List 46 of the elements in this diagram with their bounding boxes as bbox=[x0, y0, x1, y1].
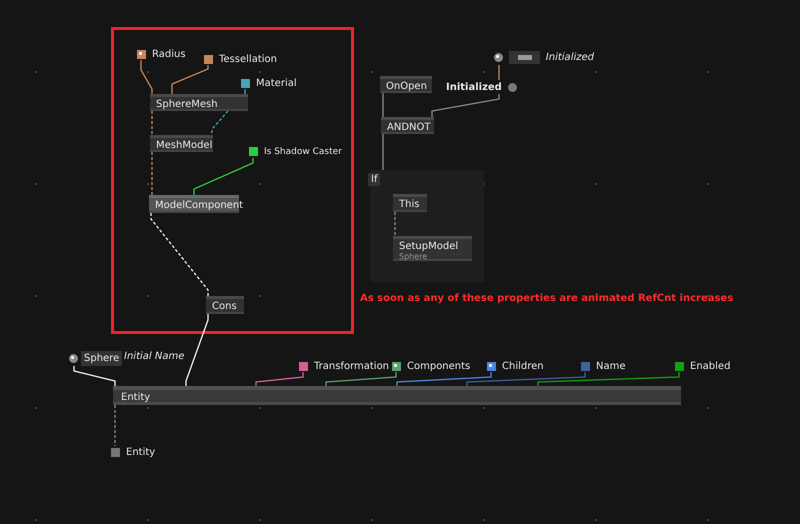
pin-label: Transformation bbox=[314, 360, 390, 372]
connector-wire bbox=[255, 372, 304, 386]
connector-wire bbox=[73, 366, 116, 386]
connector-wire bbox=[498, 65, 500, 80]
variable-name: Initialized bbox=[546, 52, 594, 63]
connector-wire bbox=[537, 372, 680, 386]
node-caption: Initial Name bbox=[124, 351, 184, 362]
connector-wire bbox=[431, 94, 500, 117]
connector-wire bbox=[185, 314, 209, 386]
pin-label: Components bbox=[407, 360, 470, 372]
value-field: Sphere bbox=[81, 350, 122, 366]
node-box: OnOpen bbox=[380, 76, 432, 93]
output-label: Initialized bbox=[446, 82, 502, 92]
connector-wire bbox=[114, 405, 116, 446]
pin-label: Is Shadow Caster bbox=[264, 146, 342, 156]
connector-wire bbox=[394, 212, 396, 236]
node-box: MeshModel bbox=[150, 135, 213, 152]
connector-wire bbox=[382, 93, 384, 117]
highlight-frame bbox=[111, 27, 354, 334]
connector-wire bbox=[466, 372, 586, 386]
node-box: ANDNOT bbox=[381, 117, 434, 134]
pin-label: Children bbox=[502, 360, 544, 372]
node-box: This bbox=[393, 194, 427, 212]
connector-wire bbox=[151, 111, 153, 135]
annotation-note: As soon as any of these properties are animated RefCnt increases bbox=[360, 293, 734, 304]
connector-wire bbox=[193, 158, 254, 195]
node-box: SetupModel Sphere bbox=[393, 236, 472, 261]
pin-label: Entity bbox=[126, 446, 156, 458]
connector-wire bbox=[210, 110, 228, 136]
connector-wire bbox=[325, 372, 397, 386]
pin-label: Enabled bbox=[690, 360, 730, 372]
node-box: SphereMesh bbox=[150, 94, 248, 111]
pin-label: Material bbox=[256, 78, 297, 88]
connector-wire bbox=[150, 213, 209, 296]
connector-wire bbox=[140, 60, 153, 94]
scope-region bbox=[370, 170, 484, 282]
connector-wire bbox=[382, 134, 384, 170]
pin-label: Radius bbox=[152, 48, 186, 60]
node-box: Cons bbox=[206, 296, 244, 314]
scope-label: If bbox=[368, 173, 380, 186]
connector-wire bbox=[396, 372, 492, 386]
connector-wire bbox=[171, 65, 209, 94]
pin-label: Tessellation bbox=[219, 54, 277, 64]
node-bar: Entity bbox=[113, 386, 681, 405]
pin-label: Name bbox=[596, 360, 626, 372]
connector-wire bbox=[151, 152, 153, 195]
